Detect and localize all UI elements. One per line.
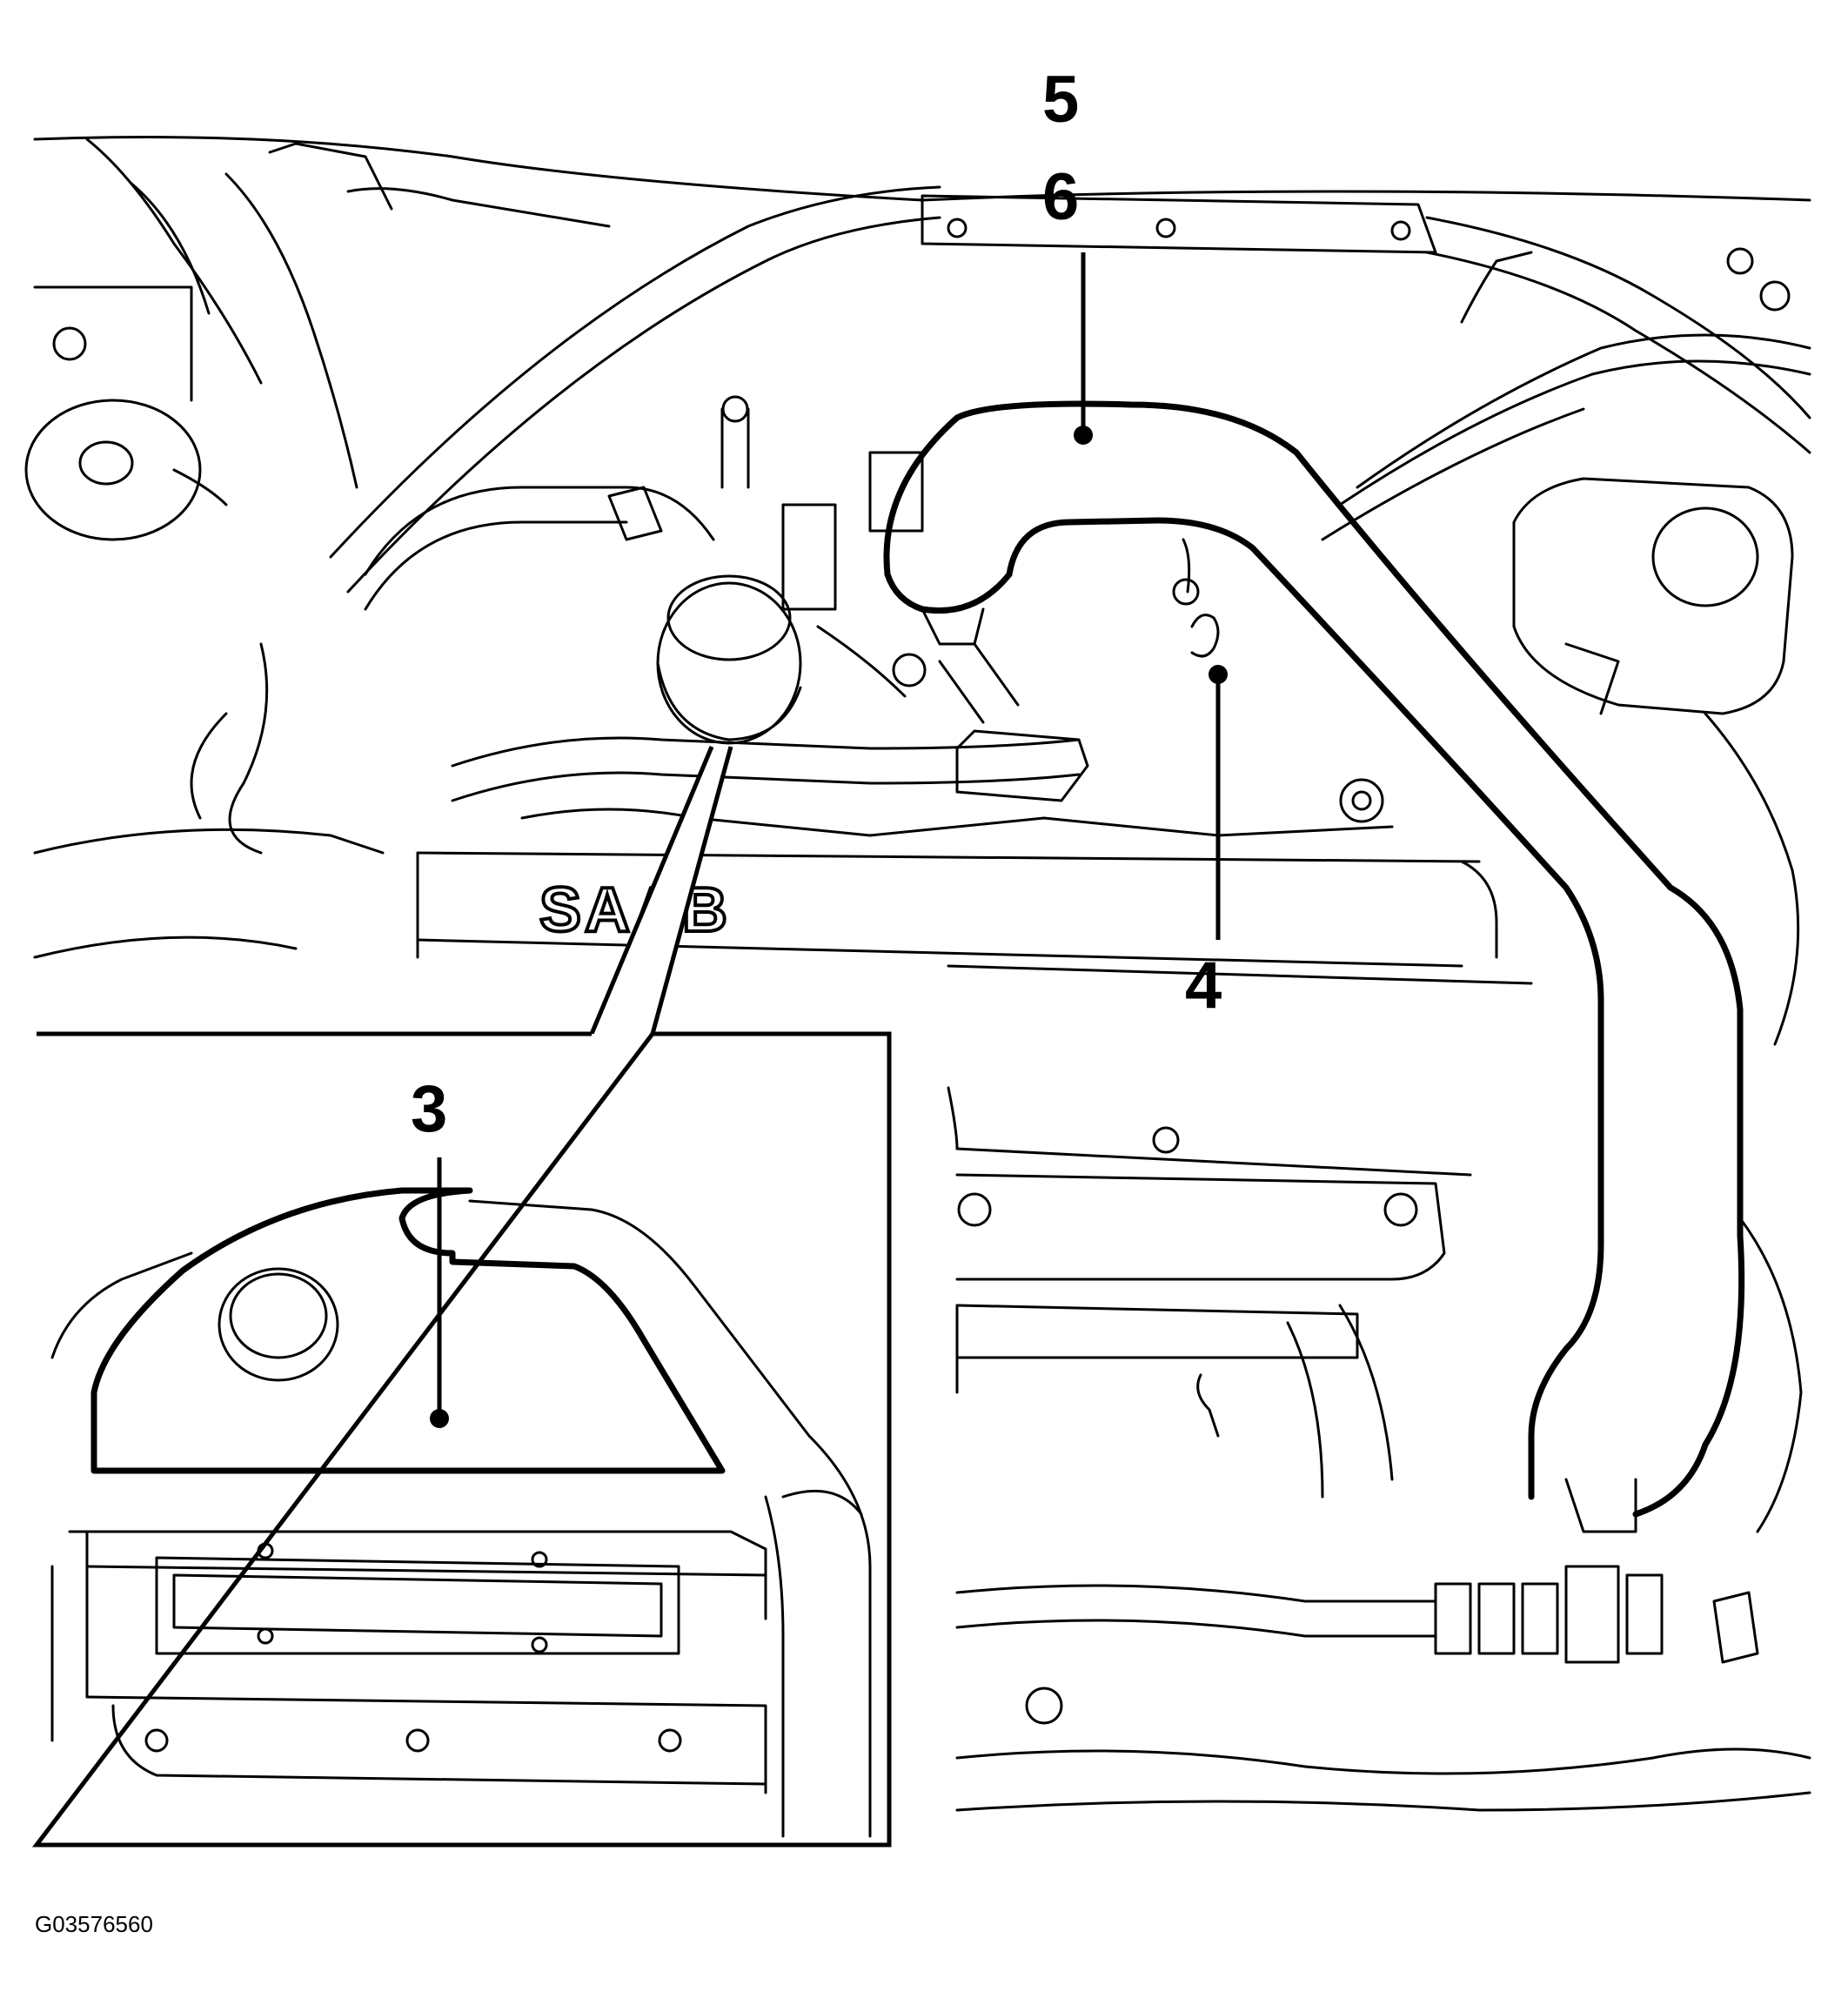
callout-leader-4 xyxy=(1209,665,1228,940)
valve-cover-highlight xyxy=(90,1187,726,1474)
figure-id: G03576560 xyxy=(35,1911,153,1937)
inset-line-art xyxy=(50,1199,872,1838)
callout-dot-4 xyxy=(1209,665,1228,684)
callout-leader-5-6 xyxy=(1074,252,1093,445)
callout-dot-3 xyxy=(430,1409,449,1428)
callout-5: 5 xyxy=(1042,63,1079,137)
callout-6: 6 xyxy=(1042,160,1079,234)
engine-bay-line-art: SAAB xyxy=(24,136,1811,1812)
intake-hose xyxy=(883,400,1745,1533)
hose-clamp xyxy=(1172,538,1220,658)
saab-logo: SAAB xyxy=(539,875,731,945)
callout-dot-6 xyxy=(1074,426,1093,445)
callout-3: 3 xyxy=(411,1072,447,1146)
callout-4: 4 xyxy=(1185,949,1222,1023)
detail-inset: 3 xyxy=(31,746,892,1848)
